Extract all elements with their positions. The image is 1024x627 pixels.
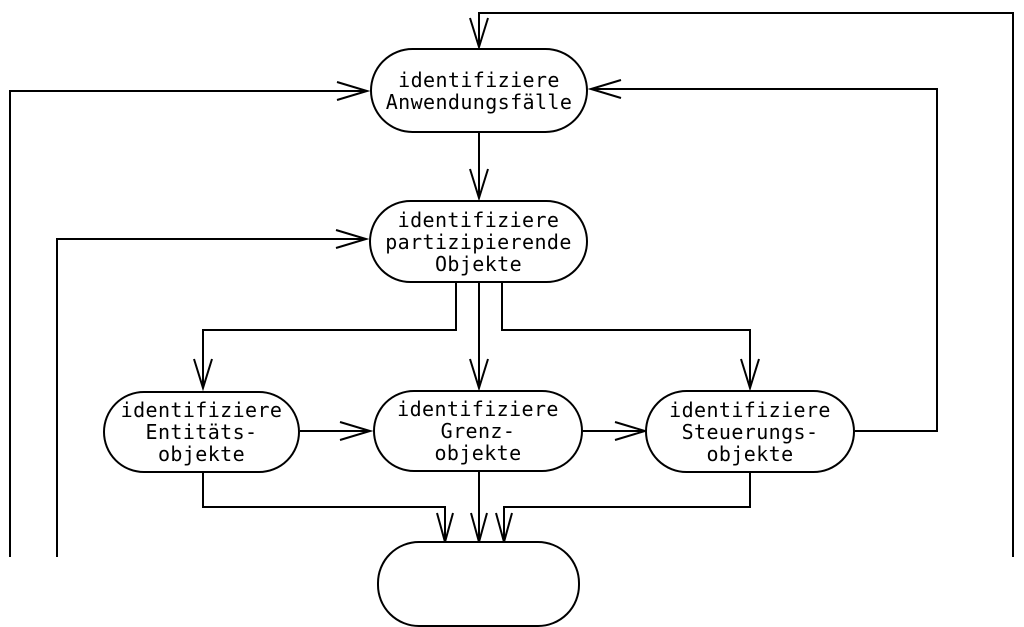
node-identifiziere-anwendungsfaelle: identifiziere Anwendungsfälle [370, 48, 588, 133]
edge-outer-top-loop [478, 12, 1014, 557]
edge-entitaets-to-bottom [202, 473, 446, 540]
edge-left-outer-loop [9, 90, 365, 557]
arrowhead-into-partizipierende-left [335, 229, 370, 249]
edge-left-inner-loop [56, 238, 364, 557]
flow-diagram: identifiziere Anwendungsfälle identifizi… [9, 12, 1014, 627]
edge-partizipierende-to-entitaets [202, 283, 457, 386]
arrowhead-into-anwendungsfaelle-left [336, 81, 371, 101]
arrowhead-into-entitaets-top [193, 358, 213, 392]
arrowhead-into-partizipierende-top [469, 168, 489, 202]
edge-partizipierende-to-steuerungs [501, 283, 751, 386]
edge-steuerungs-to-bottom [503, 473, 751, 540]
node-identifiziere-grenzobjekte: identifiziere Grenz- objekte [373, 390, 583, 472]
node-label: identifiziere Anwendungsfälle [385, 67, 573, 114]
edge-layer [9, 12, 1014, 557]
arrowhead-into-anwendungsfaelle-top [469, 17, 489, 51]
arrowhead-into-steuerungs-top [740, 358, 760, 392]
node-identifiziere-entitaetsobjekte: identifiziere Entitäts- objekte [103, 391, 300, 473]
node-identifiziere-partizipierende-objekte: identifiziere partizipierende Objekte [369, 200, 588, 283]
node-label: identifiziere Steuerungs- objekte [669, 397, 831, 466]
arrowhead-into-grenz-top [469, 358, 489, 392]
node-label: identifiziere Entitäts- objekte [120, 398, 283, 466]
arrowhead-into-grenz-left [339, 421, 374, 441]
arrowhead-into-anwendungsfaelle-right [587, 79, 622, 99]
node-bottom-partial [377, 541, 580, 627]
node-identifiziere-steuerungsobjekte: identifiziere Steuerungs- objekte [645, 390, 855, 473]
node-label: identifiziere Grenz- objekte [397, 397, 559, 465]
node-label: identifiziere partizipierende Objekte [385, 207, 572, 276]
edge-steuerungs-to-anwendungsfaelle [593, 88, 938, 432]
